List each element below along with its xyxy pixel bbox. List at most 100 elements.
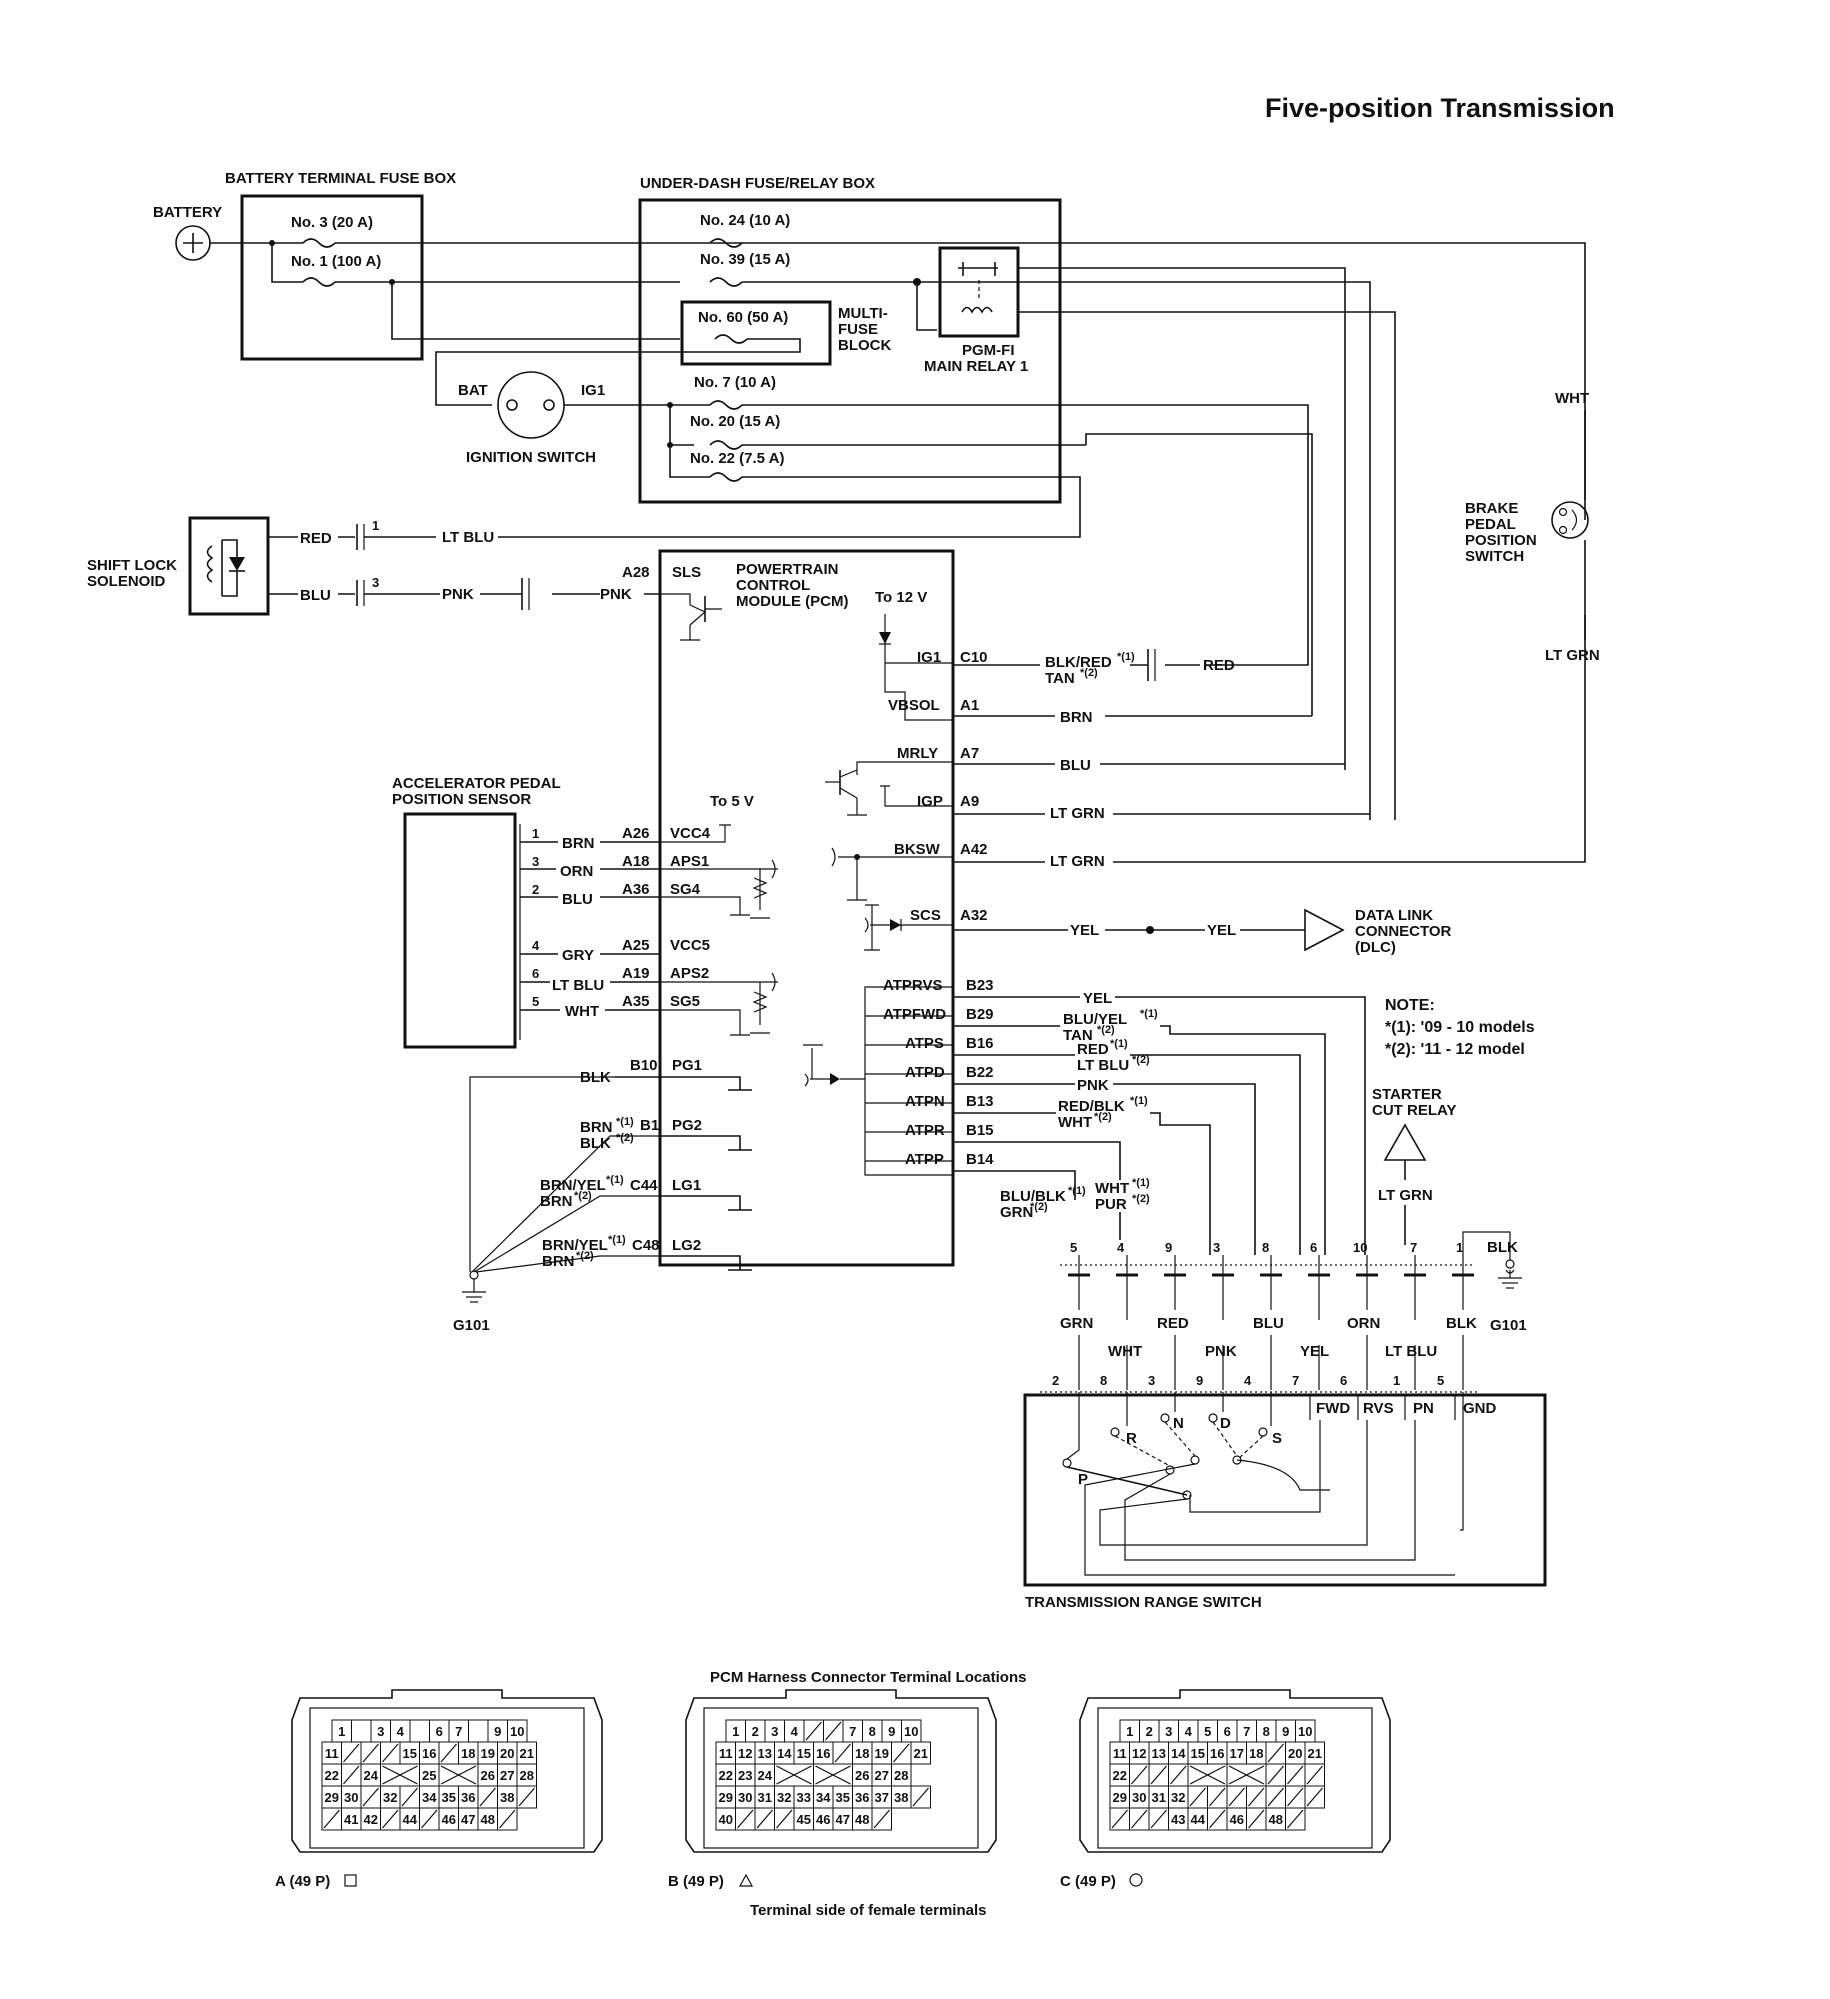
connector-c-pin: 10 — [1298, 1724, 1312, 1739]
connector-b-pin: 32 — [777, 1790, 791, 1805]
connector-c-pin: 1 — [1126, 1724, 1133, 1739]
app-row-2: 2 BLU A36 SG4 — [520, 881, 701, 908]
battery-label: BATTERY — [153, 204, 222, 221]
connector-b-pin: 46 — [816, 1812, 830, 1827]
connector-a-pin: 24 — [364, 1768, 379, 1783]
connector-c-pin: 15 — [1191, 1746, 1205, 1761]
svg-text:*(2): *(2) — [616, 1132, 634, 1144]
connector-b-frame — [703, 1707, 979, 1849]
svg-text:*(2): *(2) — [576, 1250, 594, 1262]
connector-b-pin: 24 — [758, 1768, 773, 1783]
connector-b-empty-mark — [873, 1809, 890, 1829]
fuse-no3-icon — [302, 238, 336, 248]
pcm-right-vbsol-pin: A1 — [960, 697, 979, 714]
svg-text:R: R — [1126, 1430, 1137, 1447]
connector-a-pin: 10 — [510, 1724, 524, 1739]
connector-c-pin: 5 — [1204, 1724, 1211, 1739]
scs-wire: YEL — [1070, 922, 1099, 939]
connector-a-empty-mark — [401, 1787, 418, 1807]
battery-icon — [175, 225, 211, 261]
range-switch-contacts-icon — [1062, 1392, 1464, 1576]
svg-text:1: 1 — [1456, 1240, 1463, 1255]
svg-text:6: 6 — [532, 966, 539, 981]
range-switch-upper-wires: GRN RED BLU ORN BLK — [1060, 1315, 1477, 1332]
connector-a-pin: 22 — [325, 1768, 339, 1783]
atp-wire2-2: LT BLU — [1077, 1057, 1129, 1074]
connector-c-pin: 31 — [1152, 1790, 1166, 1805]
svg-text:1: 1 — [1393, 1373, 1400, 1388]
ground-row-pg1: BLK B10 PG1 — [580, 1057, 752, 1091]
svg-text:A36: A36 — [622, 881, 650, 898]
connector-c-label: C (49 P) — [1060, 1873, 1116, 1890]
pcm-right-scs-pin: A32 — [960, 907, 988, 924]
connector-c-pin: 2 — [1146, 1724, 1153, 1739]
svg-text:7: 7 — [1292, 1373, 1299, 1388]
fuse-no22-label: No. 22 (7.5 A) — [690, 450, 784, 467]
svg-text:*(2): *(2) — [574, 1190, 592, 1202]
svg-text:APS1: APS1 — [670, 853, 709, 870]
pcm-right-bksw-name: BKSW — [894, 841, 941, 858]
brake-wht-label: WHT — [1555, 390, 1589, 407]
svg-text:GRN: GRN — [1060, 1315, 1093, 1332]
range-switch-top-pins: 5 4 9 3 8 6 10 7 1 — [1070, 1240, 1463, 1255]
connector-a-cross-mark — [440, 1765, 477, 1785]
connector-a-pin: 20 — [500, 1746, 514, 1761]
connector-c-empty-mark — [1150, 1765, 1167, 1785]
multi-fuse-label-2: FUSE — [838, 321, 878, 338]
connector-a-pin: 34 — [422, 1790, 437, 1805]
svg-text:6: 6 — [1340, 1373, 1347, 1388]
g101-right-label: G101 — [1490, 1317, 1527, 1334]
svg-text:3: 3 — [1213, 1240, 1220, 1255]
connector-b-pin: 13 — [758, 1746, 772, 1761]
pcm-label-3: MODULE (PCM) — [736, 593, 849, 610]
svg-text:9: 9 — [1196, 1373, 1203, 1388]
section-gnd: GND — [1463, 1400, 1497, 1417]
pcm-label-2: CONTROL — [736, 577, 810, 594]
svg-text:*(1): *(1) — [1130, 1095, 1148, 1107]
pcm-right-igp-name: IGP — [917, 793, 943, 810]
connector-c-empty-mark — [1131, 1765, 1148, 1785]
atp-name-0: ATPRVS — [883, 977, 942, 994]
svg-text:8: 8 — [1262, 1240, 1269, 1255]
svg-text:S: S — [1272, 1430, 1282, 1447]
connector-c-cross-mark — [1189, 1765, 1226, 1785]
svg-text:8: 8 — [1100, 1373, 1107, 1388]
svg-text:2: 2 — [1052, 1373, 1059, 1388]
connector-b-pin: 33 — [797, 1790, 811, 1805]
app-row-3: 4 GRY A25 VCC5 — [520, 937, 710, 964]
svg-text:C48: C48 — [632, 1237, 660, 1254]
brake-switch-label-2: PEDAL — [1465, 516, 1516, 533]
connector-a-pin: 47 — [461, 1812, 475, 1827]
connector-b-pin: 30 — [738, 1790, 752, 1805]
svg-text:*(1): *(1) — [608, 1234, 626, 1246]
atp-wire2-6: GRN — [1000, 1204, 1033, 1221]
note-line-1: *(1): '09 - 10 models — [1385, 1019, 1535, 1036]
app-sensor-label-1: ACCELERATOR PEDAL — [392, 775, 561, 792]
connector-c-empty-mark — [1267, 1743, 1284, 1763]
brake-ltgrn-label: LT GRN — [1545, 647, 1600, 664]
shift-lock-wire-pnk: PNK — [442, 586, 474, 603]
svg-text:*(1): *(1) — [1068, 1185, 1086, 1197]
connector-b-pin: 27 — [875, 1768, 889, 1783]
svg-text:*(2): *(2) — [1132, 1054, 1150, 1066]
svg-text:*(2): *(2) — [1132, 1193, 1150, 1205]
pcm-right-mrly-pin: A7 — [960, 745, 979, 762]
connector-b-pin: 2 — [752, 1724, 759, 1739]
svg-text:*(2): *(2) — [1030, 1201, 1048, 1213]
atp-wire2-5: PUR — [1095, 1196, 1127, 1213]
svg-text:BRN: BRN — [540, 1193, 573, 1210]
connector-a-empty-mark — [499, 1809, 516, 1829]
svg-text:WHT: WHT — [565, 1003, 599, 1020]
svg-text:APS2: APS2 — [670, 965, 709, 982]
svg-text:BLK: BLK — [1446, 1315, 1477, 1332]
connector-c-pin: 14 — [1171, 1746, 1186, 1761]
atp-wire-4: RED/BLK — [1058, 1098, 1125, 1115]
starter-cut-label-1: STARTER — [1372, 1086, 1442, 1103]
svg-text:10: 10 — [1353, 1240, 1367, 1255]
connector-b-pin: 22 — [719, 1768, 733, 1783]
ig1-diode-icon — [879, 614, 953, 721]
svg-text:6: 6 — [1310, 1240, 1317, 1255]
shift-lock-label-1: SHIFT LOCK — [87, 557, 177, 574]
svg-text:LT BLU: LT BLU — [552, 977, 604, 994]
connector-a-cell — [409, 1719, 430, 1743]
